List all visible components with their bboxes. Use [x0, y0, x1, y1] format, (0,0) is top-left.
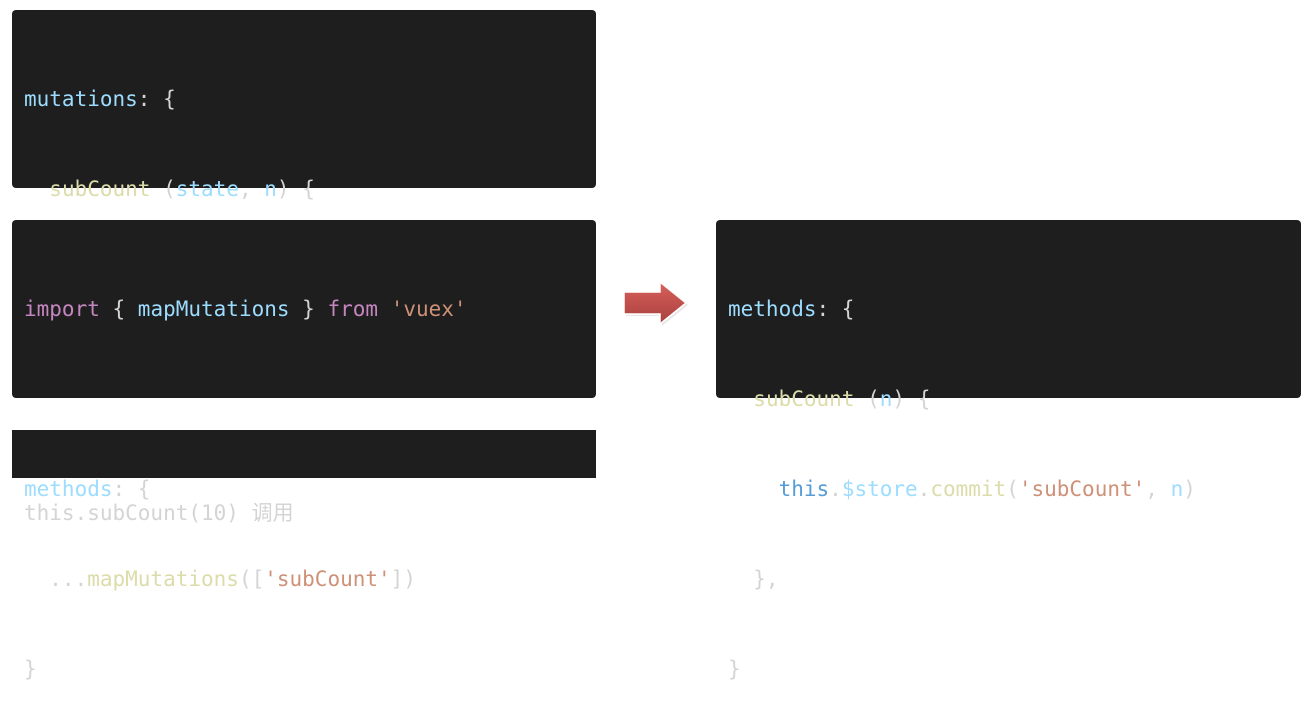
code-line: subCount (n) {	[728, 384, 1289, 414]
code-token: this	[778, 477, 830, 501]
code-token: subCount	[753, 387, 855, 411]
code-token	[24, 177, 49, 201]
code-token: 'subCount'	[1018, 477, 1146, 501]
code-line: subCount (state, n) {	[24, 174, 584, 204]
code-token: (	[854, 387, 880, 411]
code-token: ) {	[892, 387, 931, 411]
code-token: {	[99, 297, 138, 321]
code-token: import	[24, 297, 100, 321]
code-token: this.subCount(10)	[24, 501, 252, 525]
code-token: )	[1183, 477, 1196, 501]
code-line-empty	[24, 384, 584, 414]
code-block-methods-expanded: methods: { subCount (n) { this.$store.co…	[716, 220, 1301, 681]
code-token: mapMutations	[87, 567, 239, 591]
code-token: }	[289, 297, 328, 321]
code-block-usage: this.subCount(10) 调用	[12, 430, 596, 525]
code-token: n	[264, 177, 277, 201]
code-token: .	[917, 477, 931, 501]
code-token: 'subCount'	[264, 567, 391, 591]
code-line: this.subCount(10) 调用	[24, 498, 584, 528]
code-token: commit	[930, 477, 1007, 501]
code-token	[728, 477, 779, 501]
code-line: mutations: {	[24, 84, 584, 114]
code-token: (	[1006, 477, 1019, 501]
code-token	[728, 387, 753, 411]
code-token	[378, 297, 391, 321]
usage-note: 调用	[251, 501, 294, 525]
code-token: }	[24, 657, 37, 681]
code-token: 'vuex'	[390, 297, 467, 321]
code-block-mutations: mutations: { subCount (state, n) { state…	[12, 10, 596, 471]
code-token: $store	[841, 477, 918, 501]
code-token: ])	[390, 567, 416, 591]
code-token: ,	[1145, 477, 1171, 501]
code-token: .	[829, 477, 842, 501]
code-token: : {	[137, 87, 176, 111]
code-line: }	[24, 654, 584, 684]
code-token: subCount	[49, 177, 151, 201]
code-line: import { mapMutations } from 'vuex'	[24, 294, 584, 324]
code-token: n	[879, 387, 893, 411]
code-token: ) {	[276, 177, 315, 201]
code-line: ...mapMutations(['subCount'])	[24, 564, 584, 594]
code-token: : {	[816, 297, 855, 321]
code-token: (	[150, 177, 176, 201]
code-line: }	[728, 654, 1289, 684]
code-token: ,	[238, 177, 265, 201]
code-token: }	[728, 657, 741, 681]
code-token: from	[327, 297, 379, 321]
code-token: },	[728, 567, 779, 591]
code-token: mapMutations	[137, 297, 290, 321]
code-block-map-mutations: import { mapMutations } from 'vuex' meth…	[12, 220, 596, 681]
code-token: mutations	[24, 87, 138, 111]
code-token: state	[175, 177, 239, 201]
code-token: ([	[238, 567, 265, 591]
code-token: : {	[112, 477, 151, 501]
code-line: },	[728, 564, 1289, 594]
code-token: ...	[24, 567, 88, 591]
arrow-right-icon	[623, 280, 688, 326]
code-line: methods: {	[728, 294, 1289, 324]
code-token: methods	[728, 297, 817, 321]
code-token: n	[1170, 477, 1184, 501]
code-line: this.$store.commit('subCount', n)	[728, 474, 1289, 504]
